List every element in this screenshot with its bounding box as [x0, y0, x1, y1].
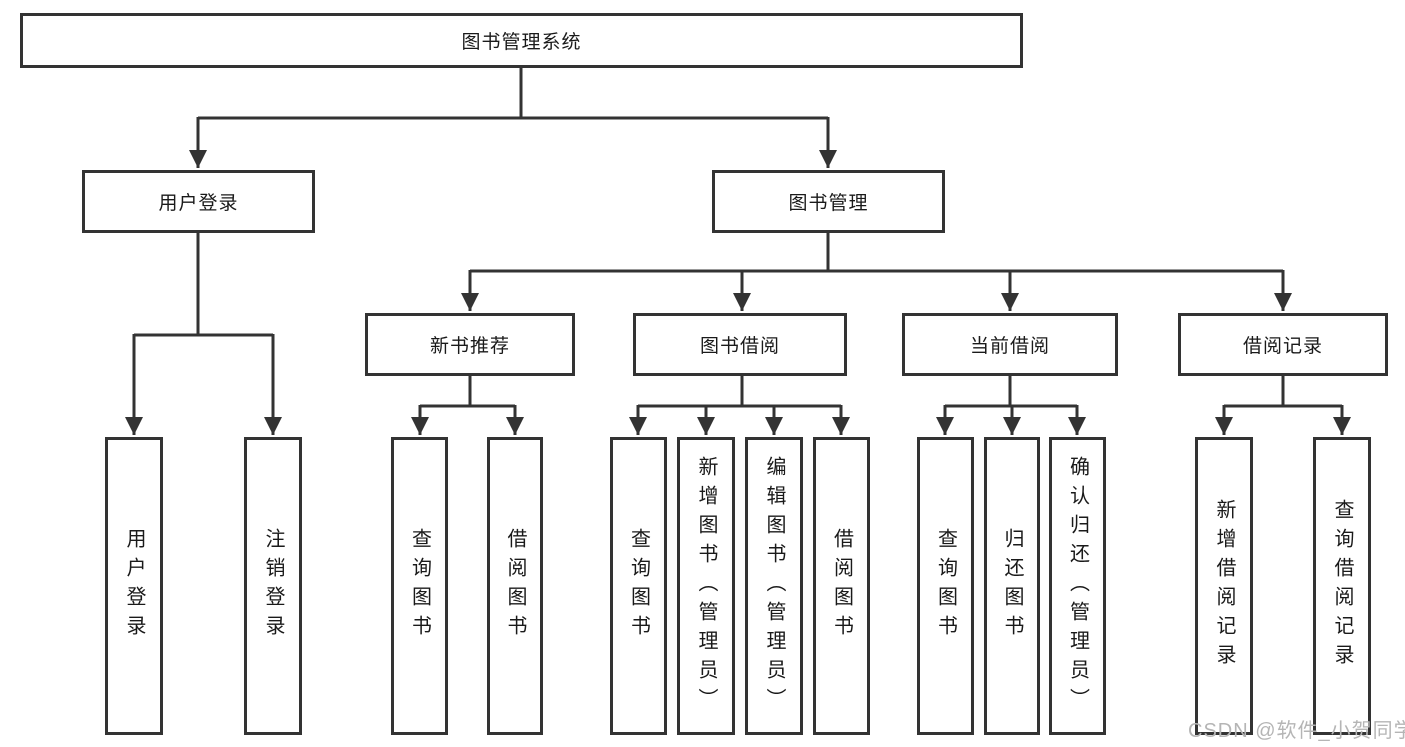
csdn-watermark: CSDN @软件_小贺同学	[1188, 720, 1405, 742]
leaf-query-borrow-record: 查询借阅记录	[1313, 437, 1371, 735]
node-label: 注销登录	[262, 528, 284, 644]
node-label: 新增图书（管理员）	[695, 455, 717, 717]
node-label: 新增借阅记录	[1213, 499, 1235, 673]
node-label: 查询借阅记录	[1331, 499, 1353, 673]
leaf-logout: 注销登录	[244, 437, 302, 735]
node-label: 新书推荐	[429, 336, 510, 357]
node-library-management-system: 图书管理系统	[20, 13, 1023, 68]
node-label: 查询图书	[627, 528, 650, 644]
node-current-borrowing: 当前借阅	[902, 313, 1118, 376]
node-label: 编辑图书（管理员）	[763, 455, 785, 717]
leaf-edit-book-admin: 编辑图书（管理员）	[745, 437, 803, 735]
node-user-login: 用户登录	[82, 170, 315, 233]
node-label: 查询图书	[934, 528, 957, 644]
node-book-management: 图书管理	[712, 170, 945, 233]
leaf-borrow-books: 借阅图书	[813, 437, 870, 735]
leaf-borrow-books-recommend: 借阅图书	[487, 437, 543, 735]
leaf-confirm-return-admin: 确认归还（管理员）	[1049, 437, 1106, 735]
node-label: 用户登录	[158, 193, 239, 214]
leaf-add-book-admin: 新增图书（管理员）	[677, 437, 735, 735]
node-label: 归还图书	[1001, 528, 1023, 644]
node-label: 借阅图书	[504, 528, 526, 644]
node-label: 借阅记录	[1242, 336, 1323, 357]
node-label: 当前借阅	[969, 336, 1050, 357]
leaf-return-book: 归还图书	[984, 437, 1040, 735]
node-new-book-recommendation: 新书推荐	[365, 313, 575, 376]
node-borrowing-records: 借阅记录	[1178, 313, 1388, 376]
node-label: 图书管理	[788, 193, 869, 214]
leaf-user-login: 用户登录	[105, 437, 163, 735]
node-label: 图书管理系统	[461, 32, 582, 53]
leaf-query-books-current: 查询图书	[917, 437, 974, 735]
leaf-add-borrow-record: 新增借阅记录	[1195, 437, 1253, 735]
node-label: 查询图书	[408, 528, 431, 644]
node-book-borrowing: 图书借阅	[633, 313, 847, 376]
node-label: 图书借阅	[699, 336, 780, 357]
leaf-query-books-borrow: 查询图书	[610, 437, 667, 735]
node-label: 借阅图书	[830, 528, 853, 644]
leaf-query-books-recommend: 查询图书	[391, 437, 448, 735]
node-label: 确认归还（管理员）	[1066, 455, 1089, 717]
node-label: 用户登录	[123, 528, 145, 644]
